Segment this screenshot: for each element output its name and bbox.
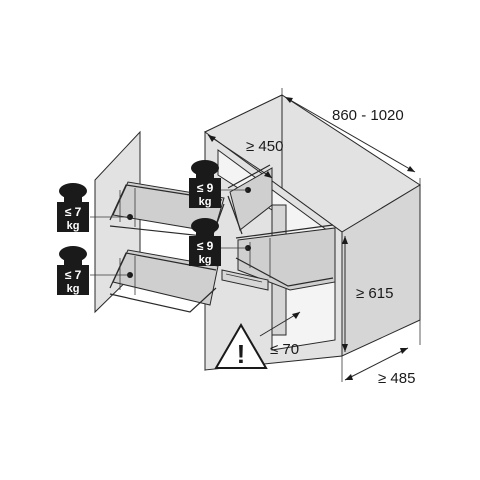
warning-symbol: ! bbox=[237, 339, 246, 369]
dimension-depth: ≥ 450 bbox=[207, 134, 283, 179]
weight-icon-top-left: ≤ 7 kg bbox=[57, 183, 89, 232]
weight-unit-top-left: kg bbox=[67, 220, 80, 232]
dimension-width-label: 860 - 1020 bbox=[332, 107, 404, 124]
right-basket-lower bbox=[220, 224, 336, 291]
dimension-width: 860 - 1020 bbox=[281, 88, 421, 185]
dimension-height-label: ≥ 615 bbox=[356, 285, 393, 302]
dimension-depth-label: ≥ 450 bbox=[246, 138, 283, 155]
dimension-depth-right: ≥ 485 bbox=[341, 320, 421, 387]
weight-unit-bottom-right: kg bbox=[199, 254, 212, 266]
right-basket-upper bbox=[220, 164, 273, 235]
weight-icon-bottom-left: ≤ 7 kg bbox=[57, 246, 89, 295]
slide-rail bbox=[221, 269, 269, 291]
weight-icon-top-right: ≤ 9 kg bbox=[189, 160, 221, 208]
exclamation-triangle-icon: ! bbox=[214, 323, 268, 369]
weight-value-top-right: ≤ 9 bbox=[197, 181, 214, 195]
weight-value-top-left: ≤ 7 bbox=[65, 205, 82, 219]
weight-value-bottom-left: ≤ 7 bbox=[65, 268, 82, 282]
weight-icon-bottom-right: ≤ 9 kg bbox=[189, 218, 221, 266]
dimension-clearance: ≤ 70 bbox=[259, 311, 301, 358]
dimension-depth-right-label: ≥ 485 bbox=[378, 370, 415, 387]
dimension-height: ≥ 615 bbox=[342, 236, 393, 352]
weight-unit-bottom-left: kg bbox=[67, 283, 80, 295]
weight-value-bottom-right: ≤ 9 bbox=[197, 239, 214, 253]
dimension-clearance-label: ≤ 70 bbox=[270, 341, 299, 358]
weight-unit-top-right: kg bbox=[199, 196, 212, 208]
